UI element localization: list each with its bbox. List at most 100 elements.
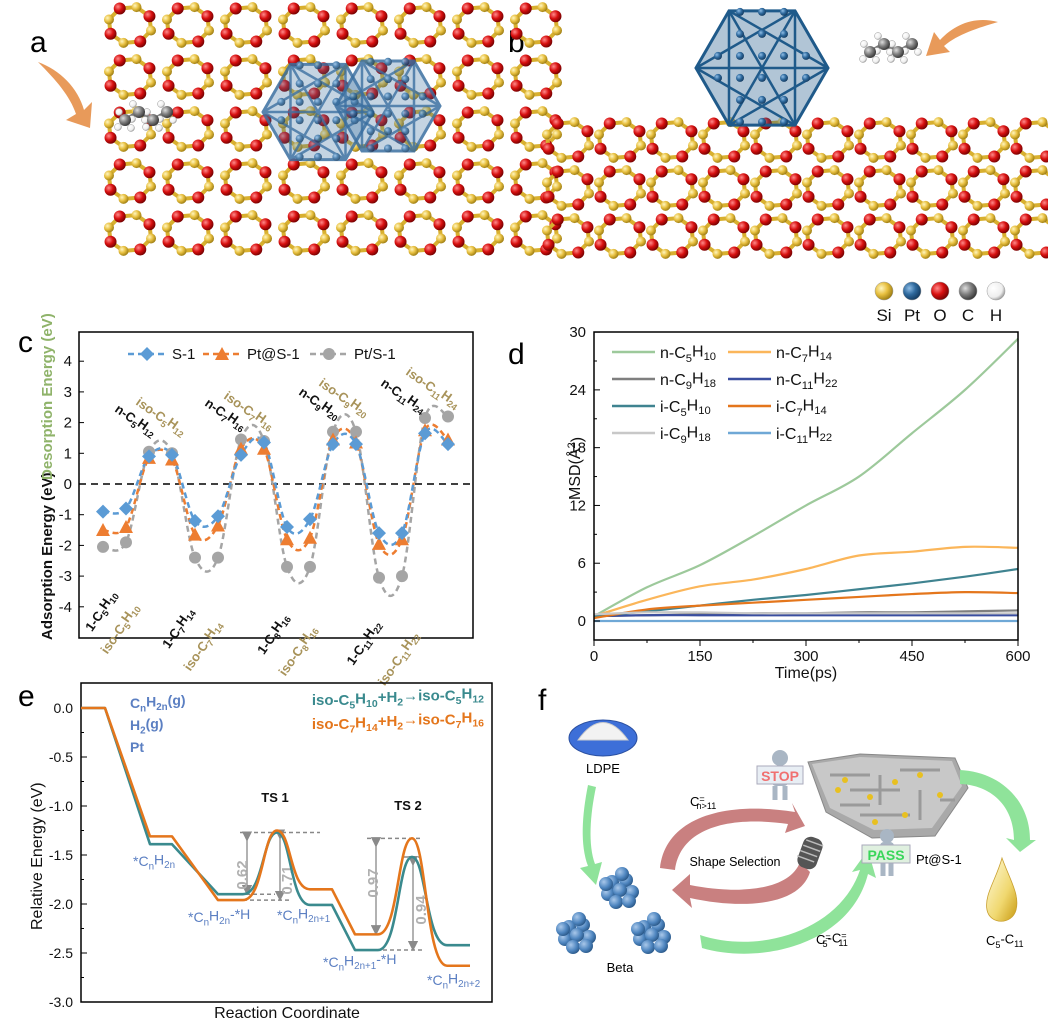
silicon-atom <box>335 14 346 25</box>
silicon-atom <box>161 170 172 181</box>
silicon-atom <box>247 158 258 169</box>
silicon-atom <box>146 233 157 244</box>
oxygen-atom <box>229 2 242 15</box>
oxygen-atom <box>789 125 802 138</box>
y-axis-label: MSD(Å2) <box>565 437 586 500</box>
silicon-atom <box>948 140 959 151</box>
beta-crystal-icon <box>556 922 570 936</box>
oxygen-atom <box>519 54 532 67</box>
silicon-atom <box>305 54 316 65</box>
oxygen-atom <box>624 246 637 259</box>
silicon-atom <box>524 37 535 48</box>
y-axis-label-adsorption: Adsorption Energy (eV) <box>39 472 56 640</box>
silicon-atom <box>688 140 699 151</box>
oxygen-atom <box>113 54 126 67</box>
oxygen-atom <box>491 166 504 179</box>
legend-label: n-C9H18 <box>660 370 716 392</box>
oxygen-atom <box>452 183 465 196</box>
oxygen-atom <box>201 218 214 231</box>
oxygen-atom <box>624 198 637 211</box>
pt-s1-maze-icon <box>807 753 969 839</box>
silicon-atom <box>131 2 142 13</box>
oxygen-atom <box>403 158 416 171</box>
data-point <box>395 526 409 541</box>
rejected-arrow-icon <box>660 803 805 870</box>
data-point <box>142 449 156 464</box>
oxygen-atom <box>201 166 214 179</box>
oxygen-atom <box>113 158 126 171</box>
plot-frame <box>78 331 474 639</box>
silicon-atom <box>920 200 931 211</box>
silicon-atom <box>541 129 552 140</box>
silicon-atom <box>749 129 760 140</box>
oxygen-atom <box>676 150 689 163</box>
intermediate-state-label: *CnH2n+1 <box>277 906 330 927</box>
y-tick-label: -3.0 <box>49 994 73 1010</box>
silicon-atom <box>777 213 788 224</box>
silicon-atom <box>556 248 567 259</box>
silicon-atom <box>725 213 736 224</box>
oxygen-atom <box>308 87 321 100</box>
silicon-atom <box>509 118 520 129</box>
y-tick-label: 18 <box>569 440 586 457</box>
silicon-atom <box>556 152 567 163</box>
oxygen-atom <box>936 150 949 163</box>
msd-series-line <box>593 590 1019 620</box>
silicon-atom <box>421 210 432 221</box>
silicon-atom <box>146 181 157 192</box>
oxygen-atom <box>988 246 1001 259</box>
silicon-atom <box>764 248 775 259</box>
oxygen-atom <box>220 235 233 248</box>
silicon-atom <box>204 129 215 140</box>
y-tick-label: -1.5 <box>49 847 73 863</box>
oxygen-atom <box>424 35 437 48</box>
silicon-atom <box>234 245 245 256</box>
silicon-atom <box>569 117 580 128</box>
silicon-atom <box>176 37 187 48</box>
silicon-atom <box>262 129 273 140</box>
silicon-atom <box>660 248 671 259</box>
silicon-atom <box>103 118 114 129</box>
oxygen-atom <box>841 173 854 186</box>
oxygen-atom <box>728 246 741 259</box>
oxygen-atom <box>540 35 553 48</box>
silicon-atom <box>853 129 864 140</box>
data-point <box>280 532 294 546</box>
y-tick-label: 0 <box>578 613 586 630</box>
silicon-atom <box>451 170 462 181</box>
oxygen-atom <box>143 218 156 231</box>
silicon-atom <box>608 200 619 211</box>
oxygen-atom <box>551 165 564 178</box>
x-tick-label: 600 <box>1005 648 1030 665</box>
oxygen-atom <box>542 238 555 251</box>
green-arrow-icon <box>580 785 602 885</box>
silicon-atom <box>219 66 230 77</box>
oxygen-atom <box>104 131 117 144</box>
silicon-atom <box>896 188 907 199</box>
beta-crystal-icon <box>615 867 629 881</box>
oxygen-atom <box>549 62 562 75</box>
intermediate-state-label: *CnH2n <box>133 852 175 873</box>
reaction-legend-label: iso-C5H10+H2→iso-C5H12 <box>312 686 484 712</box>
oxygen-atom <box>336 235 349 248</box>
y-tick-label: -2.5 <box>49 945 73 961</box>
silicon-atom <box>509 222 520 233</box>
silicon-atom <box>829 165 840 176</box>
data-point <box>419 411 431 424</box>
rejected-olefins-label: C=n>11 <box>690 794 716 811</box>
silicon-atom <box>262 181 273 192</box>
oxygen-atom <box>317 218 330 231</box>
oxygen-atom <box>134 139 147 152</box>
oxygen-atom <box>171 54 184 67</box>
oxygen-atom <box>250 87 263 100</box>
oxygen-atom <box>278 235 291 248</box>
silicon-atom <box>479 106 490 117</box>
oxygen-atom <box>250 191 263 204</box>
intermediate-state-label: *CnH2n-*H <box>188 906 250 928</box>
silicon-atom <box>552 25 563 36</box>
y-tick-label: 3 <box>64 384 72 401</box>
silicon-atom <box>972 200 983 211</box>
legend-label: n-C5H10 <box>660 343 716 365</box>
silicon-atom <box>537 158 548 169</box>
silicon-atom <box>896 236 907 247</box>
